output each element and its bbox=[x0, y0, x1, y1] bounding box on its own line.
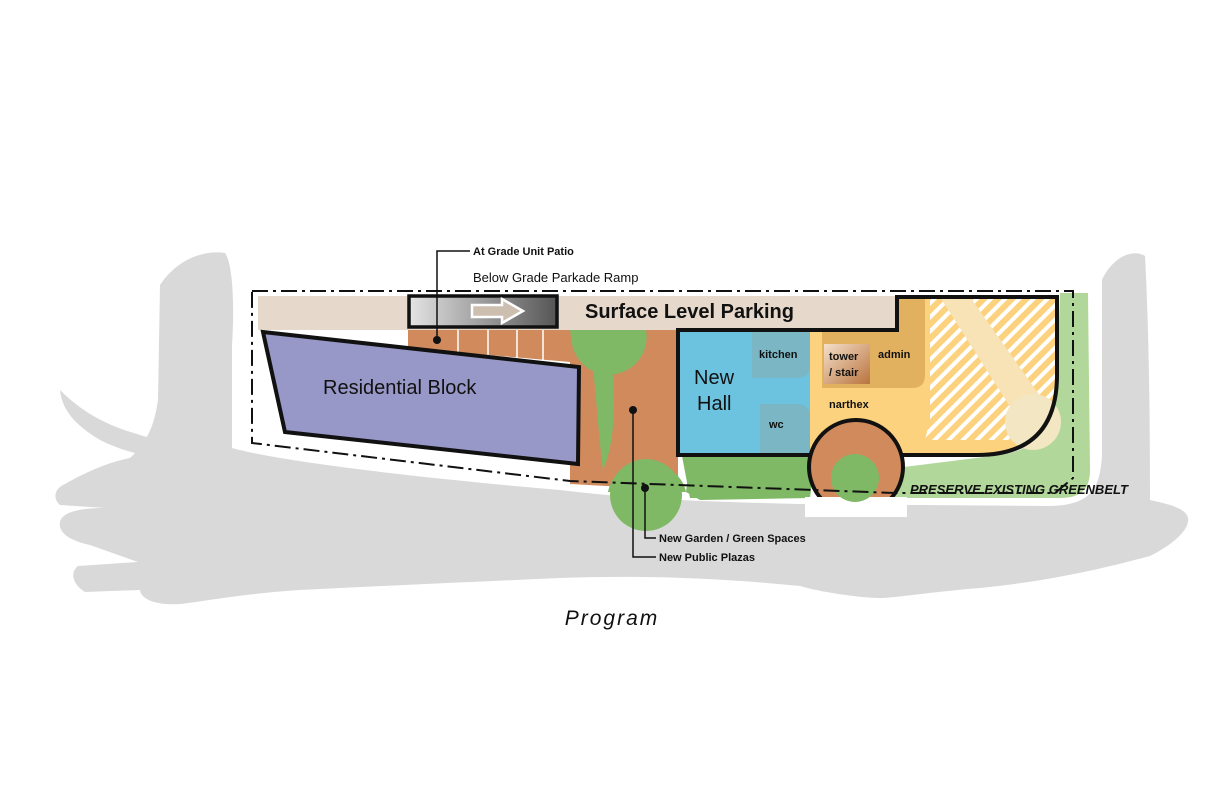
label-tower-line1: tower bbox=[829, 351, 859, 363]
label-admin: admin bbox=[878, 349, 911, 361]
label-kitchen: kitchen bbox=[759, 349, 798, 361]
patio-strip bbox=[408, 330, 570, 362]
label-tower-line2: / stair bbox=[829, 367, 859, 379]
label-preserve-existing-greenbelt: PRESERVE EXISTING GREENBELT bbox=[910, 482, 1129, 497]
diagram-caption: Program bbox=[565, 607, 660, 630]
label-new-hall-line2: Hall bbox=[697, 393, 731, 415]
sanctuary-circle bbox=[1005, 394, 1061, 450]
labels: At Grade Unit Patio Below Grade Parkade … bbox=[323, 246, 1129, 630]
tower-stair-room bbox=[824, 344, 870, 384]
label-below-grade-parkade-ramp: Below Grade Parkade Ramp bbox=[473, 270, 638, 285]
patio-leader bbox=[436, 250, 470, 340]
garden-leader-dot bbox=[641, 484, 649, 492]
wc-room bbox=[760, 404, 810, 455]
patio-leader-dot bbox=[433, 336, 441, 344]
kitchen-room bbox=[752, 330, 810, 378]
ramp-arrow-icon bbox=[470, 296, 526, 326]
label-at-grade-unit-patio: At Grade Unit Patio bbox=[473, 246, 574, 258]
garden-green-spaces bbox=[570, 330, 815, 531]
label-wc: wc bbox=[768, 419, 784, 431]
parkade-ramp bbox=[407, 294, 559, 329]
garden-leader bbox=[644, 488, 656, 539]
leader-lines bbox=[433, 250, 656, 558]
label-narthex: narthex bbox=[829, 399, 870, 411]
garden-north-circle bbox=[570, 330, 647, 375]
context-southwest-sliver bbox=[60, 390, 158, 458]
garden-strip-south bbox=[682, 456, 815, 498]
plaza-leader-dot bbox=[629, 406, 637, 414]
label-new-public-plazas: New Public Plazas bbox=[659, 552, 755, 564]
label-new-garden-green-spaces: New Garden / Green Spaces bbox=[659, 533, 806, 545]
surface-parking-strip bbox=[258, 296, 897, 330]
church-building bbox=[676, 295, 1061, 517]
label-new-hall-line1: New bbox=[694, 367, 735, 389]
building-outline bbox=[676, 295, 1059, 457]
property-line bbox=[251, 290, 1074, 494]
unit-patios bbox=[408, 330, 570, 362]
entry-circle bbox=[805, 418, 907, 517]
plaza-leader bbox=[632, 410, 656, 558]
garden-path-strip bbox=[592, 362, 614, 470]
residential-block bbox=[260, 329, 582, 467]
label-residential-block: Residential Block bbox=[323, 377, 477, 399]
garden-south-circle bbox=[610, 459, 682, 531]
label-surface-level-parking: Surface Level Parking bbox=[585, 301, 794, 323]
